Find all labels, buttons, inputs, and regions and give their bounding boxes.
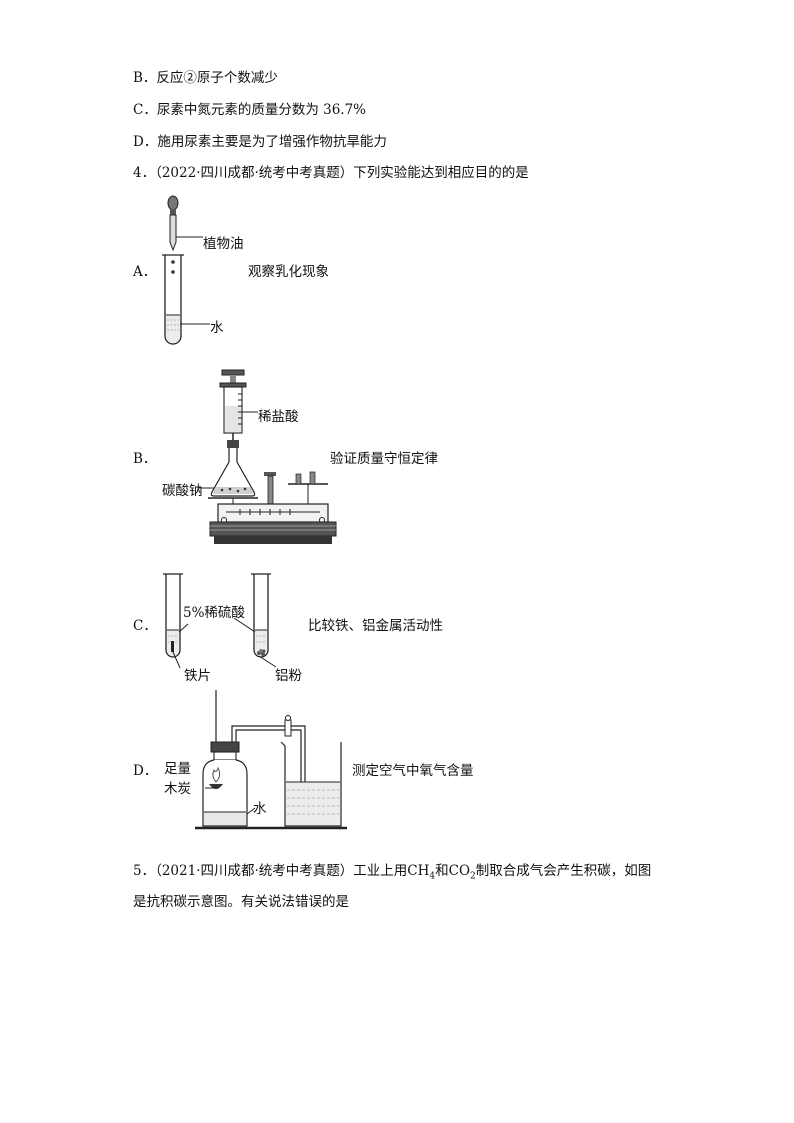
label-dilute-hcl: 稀盐酸 xyxy=(258,409,299,425)
label-aluminum-powder: 铝粉 xyxy=(275,668,302,684)
option-b-q3: B．反应②原子个数减少 xyxy=(133,70,278,86)
q5-prefix: 5．（2021·四川成都·统考中考真题）工业上用 xyxy=(133,863,408,879)
option-d-q3: D．施用尿素主要是为了增强作物抗旱能力 xyxy=(133,134,387,150)
option-a-letter: A． xyxy=(133,264,157,280)
label-sodium-carbonate: 碳酸钠 xyxy=(162,483,203,499)
label-vegetable-oil: 植物油 xyxy=(203,236,244,252)
option-a-description: 观察乳化现象 xyxy=(248,264,329,280)
label-sufficient: 足量 xyxy=(164,761,191,777)
option-b-description: 验证质量守恒定律 xyxy=(330,451,438,467)
q5-co2-sub: 2 xyxy=(470,871,476,882)
q5-ch4: CH xyxy=(407,863,430,879)
option-c-letter: C． xyxy=(133,618,157,634)
q5-suffix: 制取合成气会产生积碳，如图 xyxy=(475,863,652,879)
question-4-stem: 4．（2022·四川成都·统考中考真题）下列实验能达到相应目的的是 xyxy=(133,165,529,181)
label-charcoal: 木炭 xyxy=(164,781,191,797)
q5-ch4-sub: 4 xyxy=(429,871,436,882)
label-iron-sheet: 铁片 xyxy=(184,668,211,684)
option-c-description: 比较铁、铝金属活动性 xyxy=(308,618,443,634)
q5-co2: CO xyxy=(448,863,471,879)
label-water-a: 水 xyxy=(210,320,224,336)
dropper-test-tube-apparatus xyxy=(162,195,210,345)
balance-flask-syringe-apparatus xyxy=(198,369,337,544)
question-5-stem-line2: 是抗积碳示意图。有关说法错误的是 xyxy=(133,894,349,910)
question-5-stem-line1: 5．（2021·四川成都·统考中考真题）工业上用CH4和CO2制取合成气会产生积… xyxy=(133,859,651,882)
label-dilute-sulfuric-acid: 5%稀硫酸 xyxy=(183,605,245,621)
option-d-description: 测定空气中氧气含量 xyxy=(352,763,474,779)
option-d-letter: D． xyxy=(133,763,158,779)
test-tubes-metal-activity xyxy=(163,573,277,669)
option-c-q3: C．尿素中氮元素的质量分数为 36.7% xyxy=(133,102,367,118)
q5-and: 和 xyxy=(435,863,449,879)
label-water-d: 水 xyxy=(253,801,267,817)
option-b-letter: B． xyxy=(133,451,157,467)
oxygen-content-apparatus xyxy=(195,690,347,830)
